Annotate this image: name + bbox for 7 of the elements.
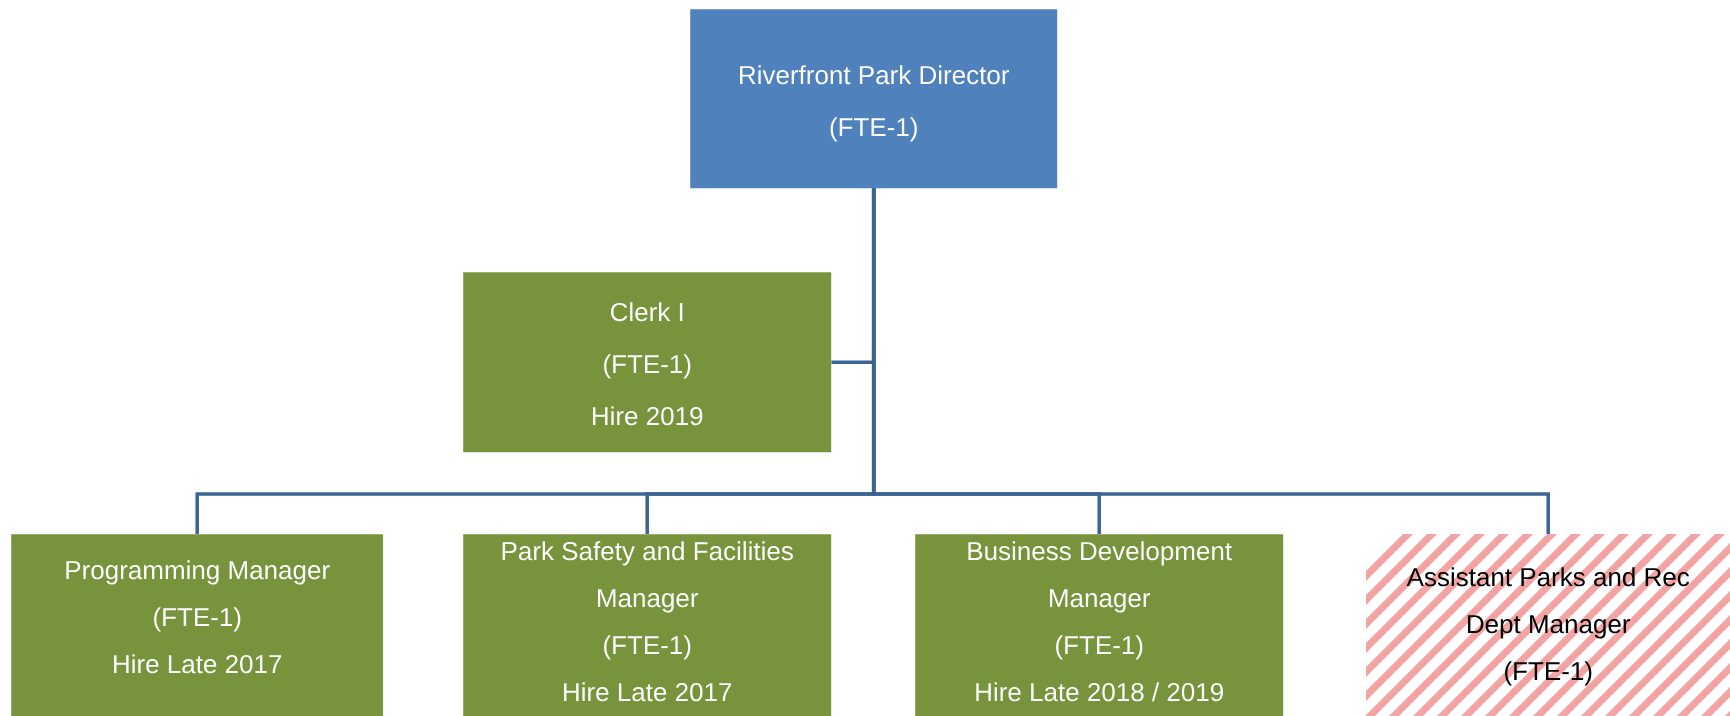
vacant-position-box: Assistant Parks and Rec Dept Manager (FTE-1)	[1366, 534, 1730, 716]
connector-line	[871, 188, 1550, 534]
position-box: Clerk I (FTE-1) Hire 2019	[463, 272, 832, 453]
position-box: Business Development Manager (FTE-1) Hire Late 2018 / 2019	[915, 534, 1284, 716]
position-box: Park Safety and Facilities Manager (FTE-1) Hire Late 2017	[463, 534, 832, 716]
director-box: Riverfront Park Director (FTE-1)	[690, 9, 1058, 189]
position-box: Programming Manager (FTE-1) Hire Late 2017	[11, 534, 384, 716]
